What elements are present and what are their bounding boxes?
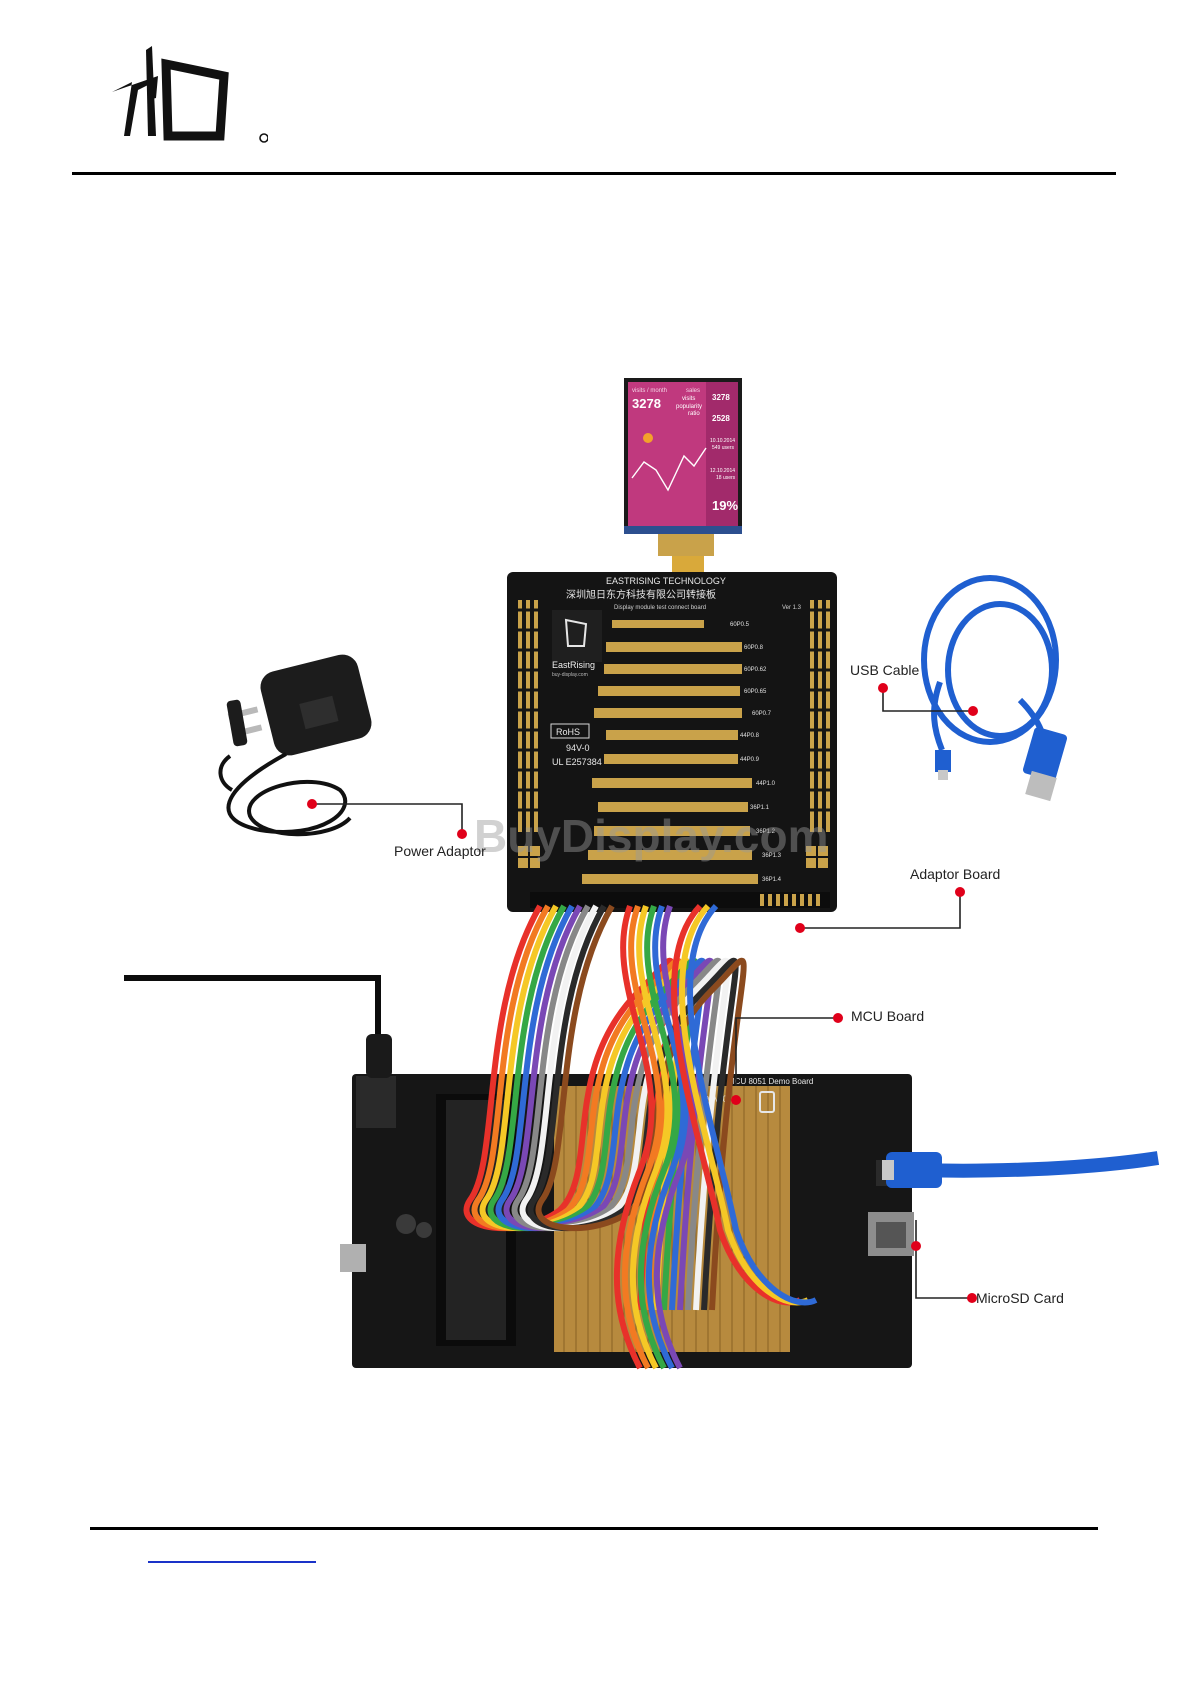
product-illustration: visits / month sales 3278 visits popular… [0, 370, 1191, 1390]
lcd-legend-visits: visits [682, 396, 695, 402]
callout-dot [307, 799, 317, 809]
lcd-percent: 19% [712, 498, 738, 513]
lcd-date-1: 10.10.2014 [710, 438, 735, 444]
adaptor-ul-code: UL E257384 [552, 757, 602, 767]
connector-label: 44P0.9 [740, 757, 760, 763]
adaptor-board: EASTRISING TECHNOLOGY 深圳旭日东方科技有限公司转接板 Di… [507, 572, 837, 912]
connector-label: 44P1.0 [756, 781, 776, 787]
lcd-users-2: 18 users [716, 475, 736, 481]
callout-dot [967, 1293, 977, 1303]
connector-label: 60P0.65 [744, 689, 767, 695]
adaptor-brand: EastRising [552, 660, 595, 670]
lcd-module: visits / month sales 3278 visits popular… [624, 378, 742, 590]
connector-label: 60P0.8 [744, 645, 764, 651]
callout-usb-cable: USB Cable [850, 662, 920, 678]
callout-lines [312, 688, 973, 1299]
callout-dot [457, 829, 467, 839]
lcd-visits-label: visits / month [632, 388, 667, 394]
adaptor-brand-url: buy-display.com [552, 672, 588, 678]
connector-label: 44P0.8 [740, 733, 760, 739]
adaptor-chinese-title: 深圳旭日东方科技有限公司转接板 [566, 588, 716, 601]
connector-label: 36P1.3 [762, 853, 782, 859]
callout-dot [911, 1241, 921, 1251]
ribbon-cable [463, 903, 818, 1370]
connector-label: 60P0.7 [752, 711, 772, 717]
callout-adaptor-board: Adaptor Board [910, 866, 1001, 882]
eastrising-logo-icon [108, 40, 269, 145]
connector-label: 60P0.62 [744, 667, 767, 673]
callout-microsd-card: MicroSD Card [976, 1290, 1064, 1306]
callout-dot [968, 706, 978, 716]
lcd-side-value-2: 2528 [712, 414, 730, 423]
buydisplay-watermark: BuyDisplay.com [474, 810, 828, 862]
adaptor-version: Ver 1.3 [782, 605, 802, 611]
callout-mcu-board: MCU Board [851, 1008, 925, 1024]
lcd-sales-label: sales [686, 388, 700, 394]
callout-dot [878, 683, 888, 693]
footer-link[interactable] [148, 1545, 316, 1563]
lcd-date-2: 12.10.2014 [710, 468, 735, 474]
adaptor-subtitle: Display module test connect board [614, 605, 706, 611]
lcd-side-value-1: 3278 [712, 393, 730, 402]
lcd-users-1: 549 users [712, 445, 734, 451]
header-rule [72, 172, 1116, 175]
callout-dot [833, 1013, 843, 1023]
mcu-silk-title: MCU 8051 Demo Board [728, 1077, 813, 1086]
power-adaptor-image [218, 654, 372, 837]
callout-power-adaptor: Power Adaptor [394, 843, 486, 859]
mcu-ul-rating: 94V-0 [704, 1094, 728, 1104]
connector-label: 60P0.5 [730, 622, 750, 628]
footer-rule [90, 1527, 1098, 1530]
callout-dot [955, 887, 965, 897]
lcd-legend-ratio: ratio [688, 411, 700, 417]
callout-dot [795, 923, 805, 933]
adaptor-ul-rating: 94V-0 [566, 743, 590, 753]
adaptor-title: EASTRISING TECHNOLOGY [606, 576, 726, 586]
usb-cable-image [921, 575, 1059, 767]
adaptor-rohs: RoHS [556, 727, 580, 737]
connector-label: 36P1.2 [756, 829, 776, 835]
lcd-big-value: 3278 [632, 396, 661, 411]
callout-dot [731, 1095, 741, 1105]
connector-label: 36P1.1 [750, 805, 770, 811]
connector-label: 36P1.4 [762, 877, 782, 883]
lcd-legend-popularity: popularity [676, 404, 702, 410]
